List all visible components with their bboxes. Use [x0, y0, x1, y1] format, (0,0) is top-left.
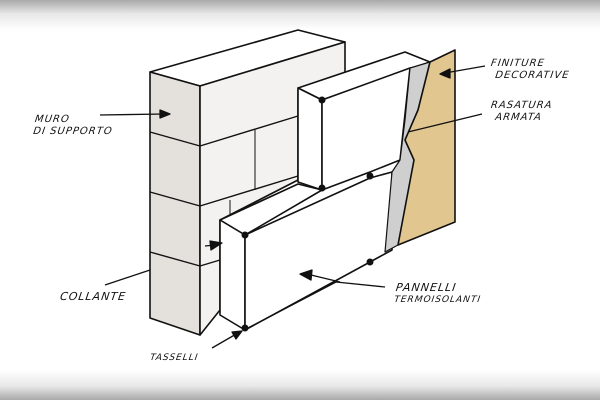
decorative-finish — [397, 49, 456, 246]
lower-panel-side — [219, 219, 246, 331]
label-line: RASATURA — [490, 100, 554, 111]
label-finiture-decorative: FINITURE DECORATIVE — [488, 58, 572, 82]
upper-panel-front — [321, 67, 411, 191]
brick-joints — [149, 115, 299, 267]
label-line: ARMATA — [494, 112, 543, 123]
label-line: FINITURE — [490, 58, 546, 69]
label-collante: COLLANTE — [59, 290, 128, 303]
label-pannelli-termoisolanti: PANNELLI TERMOISOLANTI — [393, 281, 483, 306]
label-line: DI SUPPORTO — [32, 126, 114, 137]
label-muro-di-supporto: MURO DI SUPPORTO — [32, 114, 115, 138]
upper-panel-side — [297, 87, 323, 191]
label-line: MURO — [34, 114, 71, 125]
label-rasatura-armata: RASATURA ARMATA — [488, 100, 553, 124]
leader-lines — [99, 65, 486, 349]
label-tasselli: TASSELLI — [149, 353, 200, 363]
label-line: PANNELLI — [395, 281, 458, 294]
label-line: DECORATIVE — [494, 70, 571, 81]
anchor-dots — [241, 96, 374, 332]
label-line: TERMOISOLANTI — [393, 295, 482, 305]
